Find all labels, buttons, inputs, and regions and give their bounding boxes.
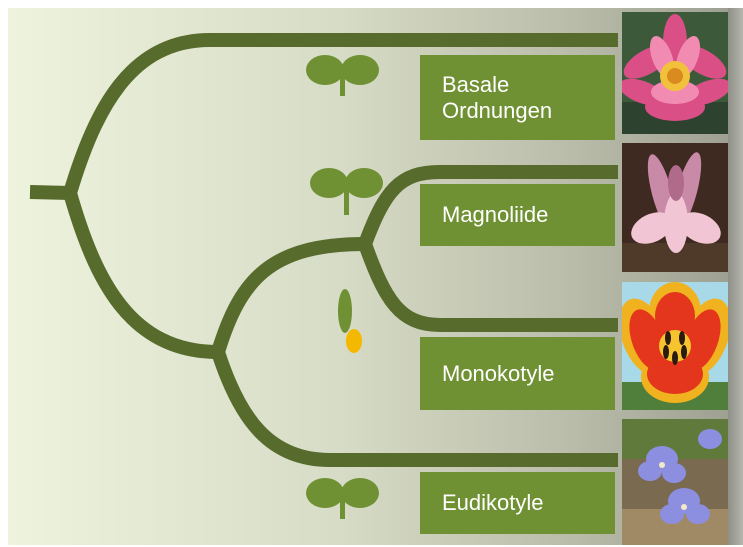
tree-root-branch [30, 192, 70, 193]
water-lily-photo [622, 12, 728, 134]
group-label-basale-ordnungen: Basale Ordnungen [420, 55, 615, 140]
seedling-icon [305, 475, 380, 521]
tulip-photo [622, 282, 728, 410]
branch-to-core [70, 193, 218, 352]
magnolia-photo [622, 143, 728, 272]
group-label-monokotyle: Monokotyle [420, 337, 615, 410]
violet-flower-photo [622, 419, 728, 545]
group-label-magnoliide: Magnoliide [420, 184, 615, 246]
group-label-eudikotyle: Eudikotyle [420, 472, 615, 534]
seedling-icon [309, 165, 384, 217]
branch-to-monocots [365, 244, 618, 325]
monocot-seedling-icon [330, 285, 370, 355]
seedling-icon [305, 52, 380, 98]
